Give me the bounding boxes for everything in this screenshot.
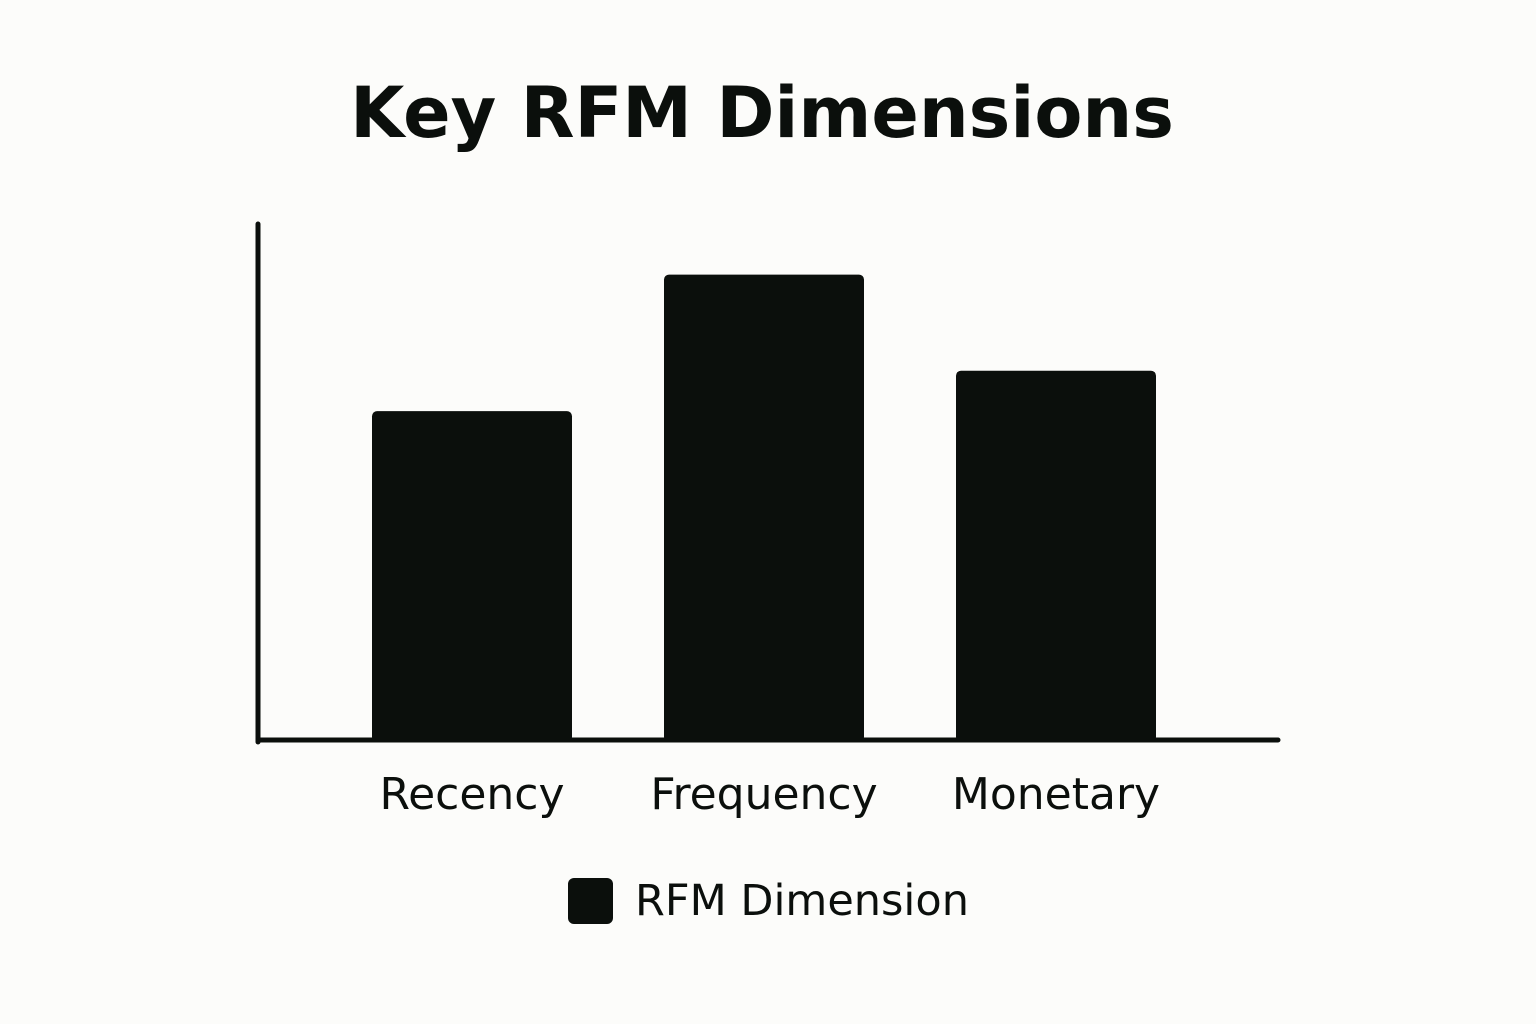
axes-group	[255, 221, 1281, 745]
legend-swatch	[568, 878, 613, 924]
x-tick-label-recency: Recency	[379, 769, 564, 820]
bar-frequency	[664, 274, 864, 742]
legend: RFM Dimension	[568, 876, 969, 926]
bars-group	[372, 274, 1156, 742]
x-tick-label-frequency: Frequency	[650, 769, 877, 820]
chart-title: Key RFM Dimensions	[350, 72, 1174, 154]
tick-labels-group: Recency Frequency Monetary	[379, 769, 1160, 820]
legend-label: RFM Dimension	[635, 876, 969, 926]
bar-monetary	[956, 370, 1156, 742]
x-tick-label-monetary: Monetary	[952, 769, 1160, 820]
bar-recency	[372, 411, 572, 742]
